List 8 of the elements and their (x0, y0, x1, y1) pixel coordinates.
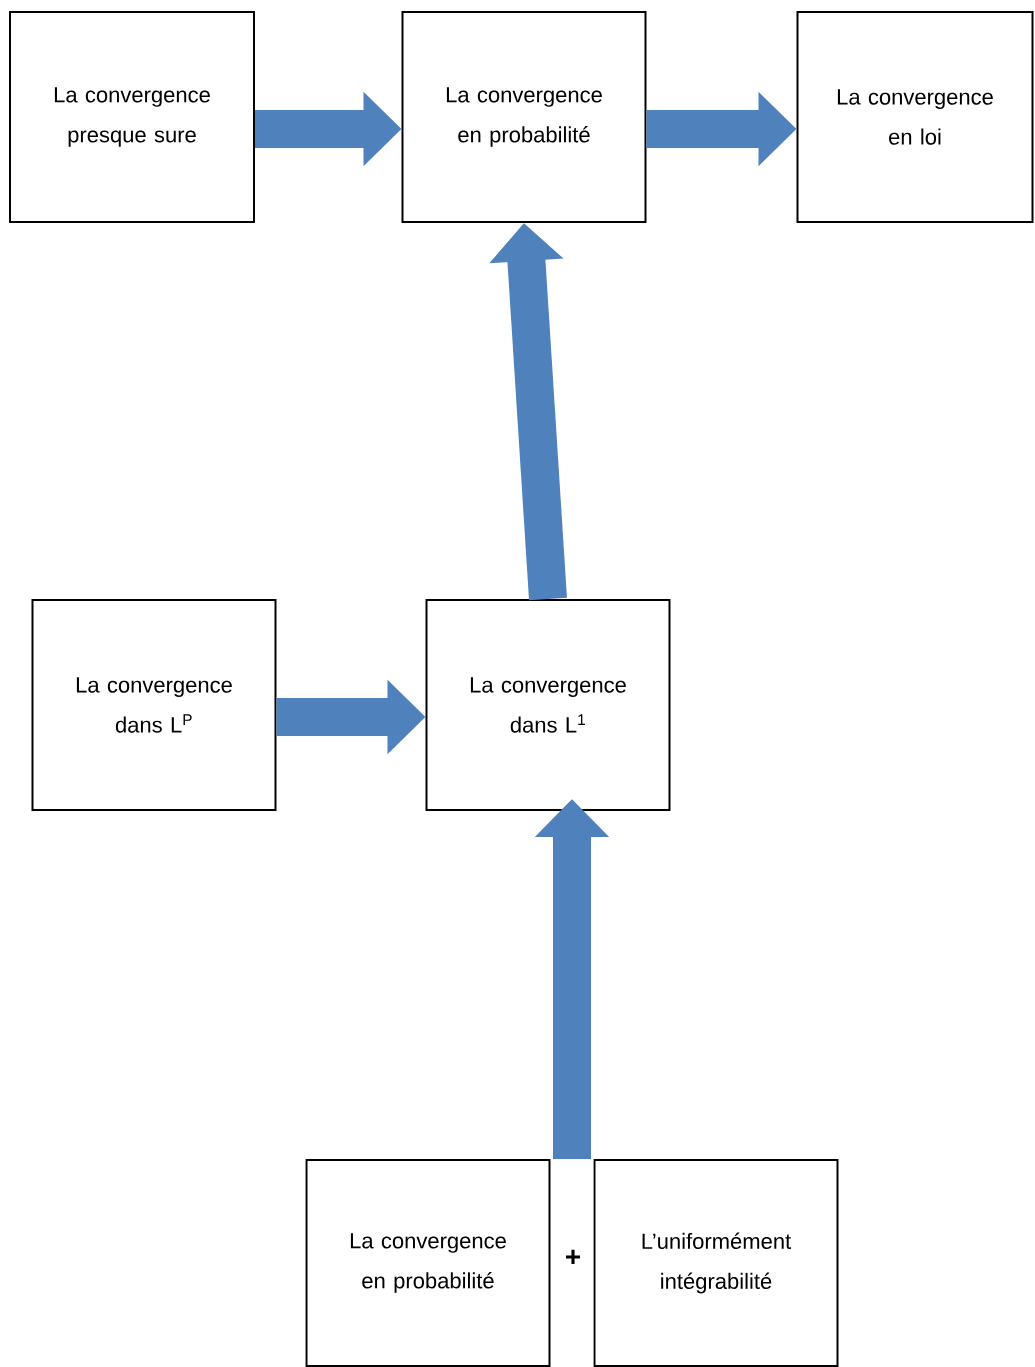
text-box: La convergence en probabilité (305, 1159, 551, 1367)
text-box: L’uniformément intégrabilité (593, 1159, 839, 1367)
plus-sign: + (566, 1249, 581, 1264)
text-box: La convergence dans L$^{1}$ (425, 599, 671, 811)
text-box: La convergence dans L$^{P}$ (31, 599, 277, 811)
text-box: La convergence presque sure (9, 11, 255, 223)
text-box: La convergence en probabilité (401, 11, 647, 223)
text-box: La convergence en loi (796, 11, 1034, 223)
